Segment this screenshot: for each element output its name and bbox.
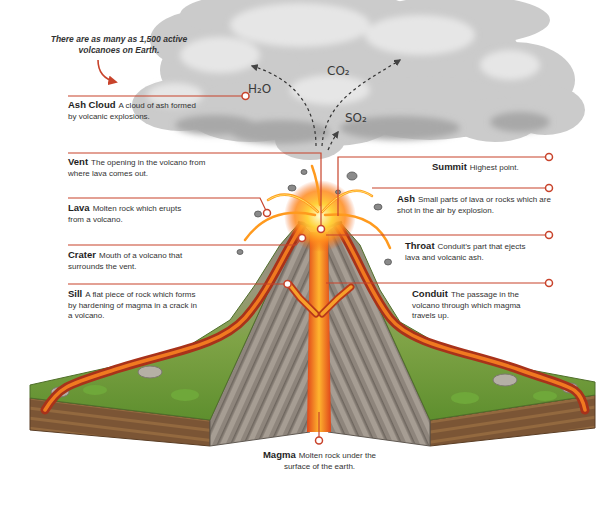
cloud-shadow: [175, 115, 255, 135]
leader-dot: [264, 210, 271, 217]
part-description: Highest point.: [470, 163, 519, 172]
leader-dots: [242, 93, 553, 445]
cloud-highlight: [230, 3, 370, 47]
rock: [385, 259, 392, 265]
callout-label: CraterMouth of a volcano that surrounds …: [68, 250, 186, 272]
leader-dot: [299, 235, 306, 242]
ash-rocks: [237, 170, 392, 266]
ground-block: [30, 222, 595, 446]
sill-branch: [322, 287, 351, 314]
rock: [255, 211, 262, 217]
gas-arrow: [328, 132, 338, 150]
volcano-slope: [340, 222, 595, 420]
lava-spurt: [322, 191, 372, 212]
callout-label: LavaMolten rock which erupts from a volc…: [68, 203, 183, 225]
gas-label: H₂O: [248, 82, 271, 96]
rock: [374, 204, 382, 210]
part-name: Vent: [68, 156, 88, 167]
lava-flow: [45, 226, 302, 410]
leader-line: [68, 283, 284, 284]
leader-dot: [316, 437, 323, 444]
leader-line: [326, 234, 546, 235]
grass-tuft: [171, 389, 199, 401]
lava-spurt: [322, 191, 372, 212]
part-description: The opening in the volcano from where la…: [68, 158, 205, 178]
gas-arrow: [322, 60, 400, 146]
lava-spurt: [268, 195, 318, 212]
leader-dot: [546, 232, 553, 239]
leader-dot: [284, 281, 291, 288]
note-text: There are as many as 1,500 active volcan…: [48, 34, 190, 55]
cloud-highlight: [365, 15, 475, 55]
rock: [288, 185, 296, 191]
sill-branch: [289, 284, 316, 314]
callout-label: SillA flat piece of rock which forms by …: [68, 289, 198, 322]
boulder: [493, 374, 517, 386]
part-name: Ash: [397, 193, 415, 204]
rock: [301, 170, 307, 175]
leader-dot: [546, 185, 553, 192]
callout-label: VentThe opening in the volcano from wher…: [68, 157, 218, 179]
part-name: Summit: [432, 161, 467, 172]
lava-spurt: [325, 214, 390, 248]
gas-arrow: [252, 66, 316, 146]
cloud-highlight: [180, 37, 260, 73]
leader-dot: [318, 226, 325, 233]
gas-label: SO₂: [345, 111, 367, 125]
leader-dot: [546, 154, 553, 161]
cloud-highlight: [290, 75, 370, 105]
callout-label: AshSmall parts of lava or rocks which ar…: [397, 194, 562, 216]
part-name: Ash Cloud: [68, 99, 116, 110]
callout-label: SummitHighest point.: [432, 162, 552, 174]
rock: [237, 250, 243, 255]
cloud-highlight: [480, 50, 540, 80]
leader-line: [326, 282, 546, 283]
grass-tuft: [83, 385, 107, 395]
gas-arrows: [252, 60, 400, 150]
leader-line: [318, 412, 319, 437]
leader-dot: [546, 280, 553, 287]
leader-line: [68, 153, 321, 226]
leader-line: [68, 95, 242, 96]
leader-lines: [68, 96, 546, 437]
sill-branch: [322, 287, 351, 314]
callout-label: Ash CloudA cloud of ash formed by volcan…: [68, 100, 200, 122]
callout-label: ThroatConduit’s part that ejects lava an…: [405, 241, 527, 263]
rock: [347, 172, 357, 180]
part-name: Magma: [263, 449, 296, 460]
grass-tuft: [533, 391, 557, 401]
lava-flow: [338, 226, 585, 410]
lava-flow: [45, 226, 302, 410]
part-name: Conduit: [412, 288, 448, 299]
leader-line: [372, 187, 546, 188]
cloud-shading: [147, 3, 550, 144]
sill-branch: [289, 284, 316, 314]
part-name: Crater: [68, 249, 96, 260]
part-name: Throat: [405, 240, 435, 251]
callout-label: ConduitThe passage in the volcano throug…: [412, 289, 530, 322]
part-description: Molten rock under the surface of the ear…: [284, 451, 376, 471]
part-description: A flat piece of rock which forms by hard…: [68, 290, 197, 320]
callout-label: MagmaMolten rock under the surface of th…: [262, 450, 377, 472]
leader-dot: [242, 93, 249, 100]
note-arrow: [98, 60, 116, 82]
leader-line: [68, 241, 300, 246]
part-name: Lava: [68, 202, 90, 213]
part-description: Small parts of lava or rocks which are s…: [397, 195, 551, 215]
conduit: [307, 232, 331, 432]
ash-cloud: [132, 0, 585, 160]
cloud-shadow: [490, 112, 550, 132]
volcano-slope: [30, 222, 300, 420]
boulder: [138, 366, 162, 378]
gas-label: CO₂: [327, 64, 350, 78]
sill: [289, 284, 351, 314]
grass-tuft: [451, 392, 479, 404]
part-name: Sill: [68, 288, 82, 299]
lava-spurt: [312, 166, 320, 205]
lava-flow: [338, 226, 585, 410]
lava-spurts: [245, 166, 390, 248]
lava-spurt: [268, 195, 318, 212]
